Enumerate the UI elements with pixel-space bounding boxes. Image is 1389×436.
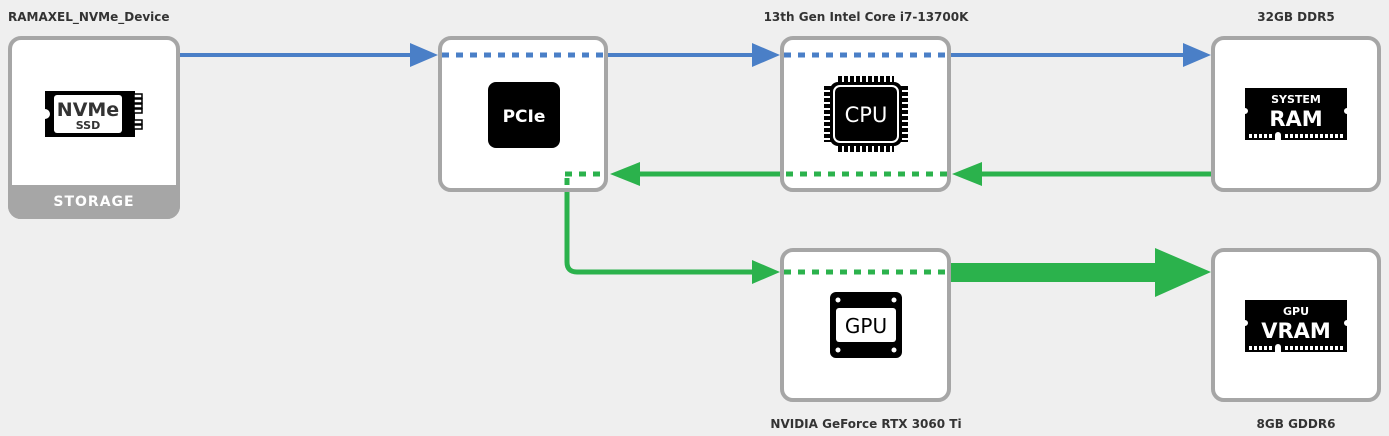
- arrow-head: [410, 43, 438, 67]
- ssd-icon-text: SSD: [76, 119, 100, 132]
- gpu-vram-icon: GPU VRAM: [1245, 300, 1347, 352]
- gpu-card-icon: GPU: [830, 292, 902, 358]
- arrow-head: [752, 43, 780, 67]
- storage-device-name: RAMAXEL_NVMe_Device: [8, 10, 170, 24]
- pcie-icon: PCIe: [488, 82, 560, 148]
- arrow-head: [1183, 43, 1211, 67]
- nvme-icon-text: NVMe: [57, 99, 119, 121]
- arrow-head: [952, 162, 982, 186]
- cpu-chip-icon: CPU: [824, 76, 908, 152]
- nvme-ssd-icon: NVMe SSD: [45, 91, 143, 137]
- gpu-node[interactable]: [780, 248, 951, 402]
- pcie-to-gpu-line: [564, 192, 754, 275]
- ram-name: 32GB DDR5: [1257, 10, 1335, 24]
- cpu-name: 13th Gen Intel Core i7-13700K: [763, 10, 969, 24]
- vram-name: 8GB GDDR6: [1256, 417, 1336, 431]
- ram-icon-text: RAM: [1269, 107, 1322, 131]
- arrow-head: [610, 162, 640, 186]
- gpu-name: NVIDIA GeForce RTX 3060 Ti: [770, 417, 962, 431]
- gpu-icon-text: GPU: [845, 314, 887, 338]
- cpu-icon-text: CPU: [845, 103, 888, 127]
- write-path: [564, 162, 1211, 297]
- arrow-head: [752, 260, 780, 284]
- ram-icon-subtext: SYSTEM: [1271, 93, 1321, 106]
- system-ram-icon: SYSTEM RAM: [1245, 88, 1347, 140]
- pcie-icon-text: PCIe: [503, 107, 546, 127]
- vram-icon-text: VRAM: [1261, 319, 1331, 343]
- vram-icon-subtext: GPU: [1283, 305, 1309, 318]
- gpu-to-vram-thick-line: [951, 263, 1161, 282]
- read-path: [180, 43, 1211, 67]
- storage-category-label: STORAGE: [8, 185, 180, 219]
- arrow-head: [1155, 248, 1211, 297]
